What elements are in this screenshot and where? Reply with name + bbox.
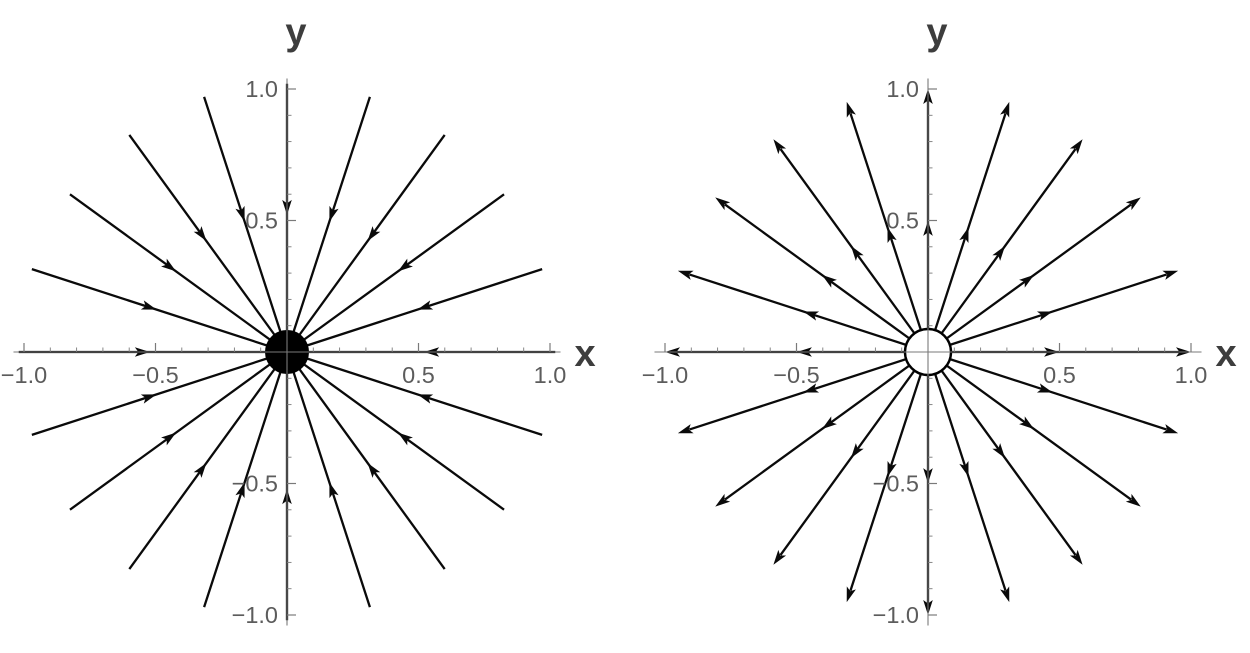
stream-arrowhead bbox=[803, 383, 820, 393]
streamline bbox=[31, 350, 288, 436]
stream-arrowhead bbox=[367, 462, 381, 478]
stream-arrowhead bbox=[1000, 101, 1010, 118]
stream-arrowhead bbox=[1162, 270, 1179, 280]
stream-arrowhead bbox=[1162, 424, 1179, 434]
stream-arrowhead bbox=[1019, 274, 1035, 288]
stream-arrowhead bbox=[397, 258, 413, 272]
stream-arrowhead bbox=[235, 205, 245, 222]
stream-arrowhead bbox=[846, 586, 856, 603]
stream-arrowhead bbox=[1036, 383, 1053, 393]
stream-arrowhead bbox=[1125, 197, 1141, 211]
y-axis-letter: y bbox=[285, 11, 306, 53]
y-tick-label: 0.5 bbox=[886, 208, 919, 234]
y-tick-label: −1.0 bbox=[873, 602, 919, 628]
stream-arrowhead bbox=[1000, 586, 1010, 603]
streamline bbox=[203, 96, 289, 353]
streamline bbox=[31, 268, 288, 354]
stream-arrowhead bbox=[846, 101, 856, 118]
streamline bbox=[69, 351, 288, 511]
stream-group bbox=[665, 89, 1191, 615]
stream-arrowhead bbox=[850, 443, 864, 459]
stream-arrowhead bbox=[397, 432, 413, 446]
axes-group: −1.0 −0.5 0.5 1.0 1.0 0.5 −0.5 −1.0 x y bbox=[1, 11, 596, 628]
x-axis-letter: x bbox=[575, 333, 596, 375]
stream-arrowhead bbox=[959, 460, 969, 477]
stream-arrowhead bbox=[235, 482, 245, 499]
x-tick-label: 0.5 bbox=[402, 362, 435, 388]
stream-arrowhead bbox=[992, 443, 1006, 459]
axes-group: −1.0 −0.5 0.5 1.0 1.0 0.5 −0.5 −1.0 x y bbox=[642, 11, 1237, 628]
stream-arrowhead bbox=[329, 205, 339, 222]
y-tick-label: 0.5 bbox=[245, 208, 278, 234]
x-tick-label: 0.5 bbox=[1043, 362, 1076, 388]
stream-arrowhead bbox=[677, 424, 694, 434]
streamline bbox=[286, 134, 446, 353]
stream-arrowhead bbox=[821, 274, 837, 288]
stream-arrowhead bbox=[803, 311, 820, 321]
y-tick-label: −0.5 bbox=[232, 471, 278, 497]
streamplot-source: −1.0 −0.5 0.5 1.0 1.0 0.5 −0.5 −1.0 x y bbox=[642, 11, 1237, 628]
x-tick-label: −0.5 bbox=[773, 362, 819, 388]
y-tick-label: 1.0 bbox=[886, 76, 919, 102]
streamline bbox=[203, 351, 289, 608]
stream-arrowhead bbox=[821, 416, 837, 430]
streamline bbox=[286, 350, 543, 436]
stream-arrowhead bbox=[417, 394, 434, 404]
stream-arrowhead bbox=[329, 482, 339, 499]
x-axis-letter: x bbox=[1216, 333, 1237, 375]
y-tick-label: 1.0 bbox=[245, 76, 278, 102]
stream-arrowhead bbox=[1036, 311, 1053, 321]
x-tick-label: 1.0 bbox=[534, 362, 567, 388]
stream-arrowhead bbox=[715, 197, 731, 211]
stream-arrowhead bbox=[887, 460, 897, 477]
stream-arrowhead bbox=[887, 227, 897, 244]
x-tick-label: −1.0 bbox=[642, 362, 688, 388]
stream-arrowhead bbox=[992, 245, 1006, 261]
y-axis-letter: y bbox=[926, 11, 947, 53]
stream-arrowhead bbox=[715, 493, 731, 507]
stream-arrowhead bbox=[161, 258, 177, 272]
stream-arrowhead bbox=[1019, 416, 1035, 430]
stream-arrowhead bbox=[773, 549, 787, 565]
streamline bbox=[286, 268, 543, 354]
stream-arrowhead bbox=[140, 394, 157, 404]
streamline bbox=[286, 351, 505, 511]
streamline bbox=[286, 351, 446, 570]
streamplot-sink-panel: −1.0 −0.5 0.5 1.0 1.0 0.5 −0.5 −1.0 x y bbox=[1, 11, 596, 628]
streamline bbox=[69, 193, 288, 353]
streamline bbox=[128, 351, 288, 570]
stream-arrowhead bbox=[850, 245, 864, 261]
streamplot-source-panel: −1.0 −0.5 0.5 1.0 1.0 0.5 −0.5 −1.0 x y bbox=[625, 0, 1250, 653]
stream-arrowhead bbox=[1069, 139, 1083, 155]
streamline bbox=[285, 351, 371, 608]
y-tick-label: −0.5 bbox=[873, 471, 919, 497]
stream-arrowhead bbox=[1125, 493, 1141, 507]
x-tick-label: −0.5 bbox=[132, 362, 178, 388]
stream-arrowhead bbox=[1069, 549, 1083, 565]
y-tick-label: −1.0 bbox=[232, 602, 278, 628]
streamline bbox=[286, 193, 505, 353]
stream-arrowhead bbox=[140, 300, 157, 310]
streamplot-sink: −1.0 −0.5 0.5 1.0 1.0 0.5 −0.5 −1.0 x y bbox=[1, 11, 596, 628]
stream-arrowhead bbox=[417, 300, 434, 310]
stream-arrowhead bbox=[367, 226, 381, 242]
stream-arrowhead bbox=[959, 227, 969, 244]
x-tick-label: 1.0 bbox=[1175, 362, 1208, 388]
stream-arrowhead bbox=[677, 270, 694, 280]
streamline bbox=[128, 134, 288, 353]
stream-arrowhead bbox=[161, 432, 177, 446]
streamline bbox=[285, 96, 371, 353]
stream-arrowhead bbox=[193, 226, 207, 242]
stream-arrowhead bbox=[193, 462, 207, 478]
stream-arrowhead bbox=[773, 139, 787, 155]
x-tick-label: −1.0 bbox=[1, 362, 47, 388]
